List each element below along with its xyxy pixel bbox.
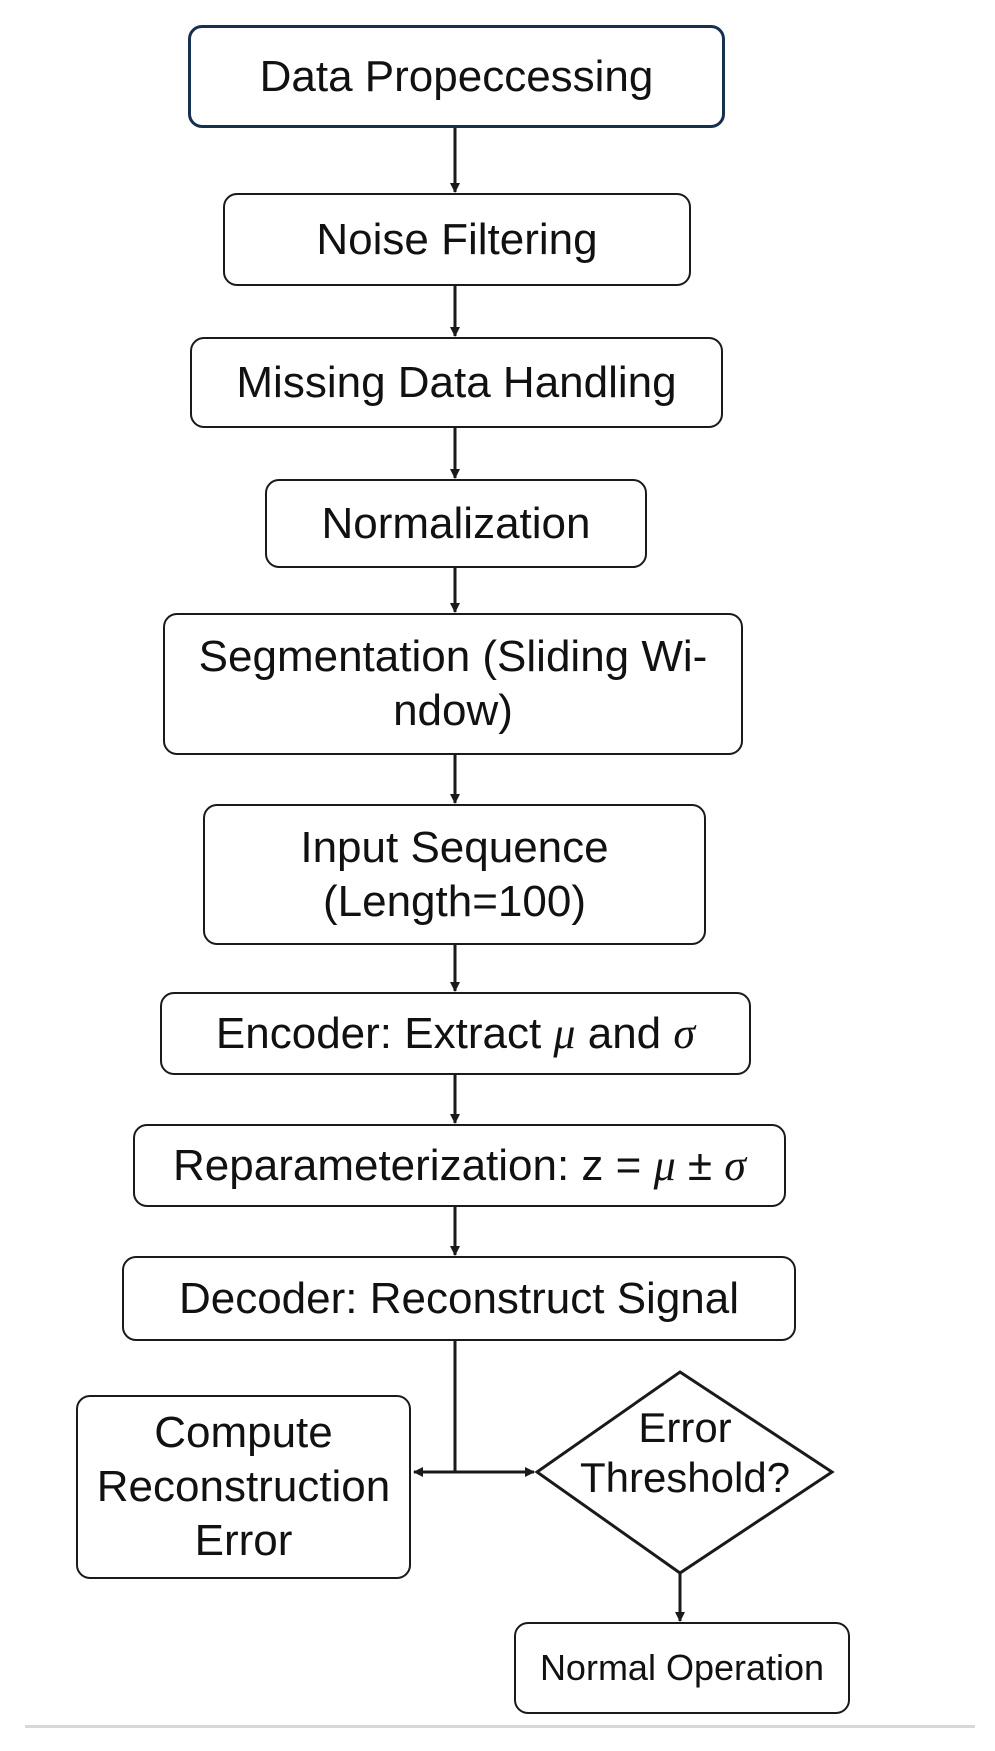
encoder-label-prefix: Encoder: Extract [215, 1008, 554, 1058]
missing-data-box: Missing Data Handling [190, 337, 723, 428]
segmentation-label: Segmentation (Sliding Wi- ndow) [198, 632, 708, 735]
input-sequence-label: Input Sequence (Length=100) [300, 822, 609, 926]
sigma-symbol: σ [724, 1140, 746, 1190]
data-preprocessing-label: Data Propeccessing [259, 51, 654, 101]
encoder-label: Encoder: Extract μ and σ [216, 1007, 695, 1061]
input-sequence-box: Input Sequence (Length=100) [203, 804, 706, 945]
segmentation-box: Segmentation (Sliding Wi- ndow) [163, 613, 743, 755]
missing-data-label: Missing Data Handling [236, 357, 677, 407]
encoder-label-middle: and [575, 1008, 674, 1058]
encoder-box: Encoder: Extract μ and σ [160, 992, 751, 1075]
reparameterization-label-middle: ± [675, 1140, 725, 1190]
noise-filtering-label: Noise Filtering [316, 214, 598, 264]
sigma-symbol: σ [673, 1008, 696, 1058]
reparameterization-label: Reparameterization: z = μ ± σ [173, 1139, 746, 1193]
reparameterization-label-prefix: Reparameterization: z = [173, 1140, 654, 1190]
data-preprocessing-box: Data Propeccessing [188, 25, 725, 128]
decoder-box: Decoder: Reconstruct Signal [122, 1256, 796, 1341]
decision-diamond [534, 1370, 835, 1575]
decoder-label: Decoder: Reconstruct Signal [178, 1273, 740, 1323]
mu-symbol: μ [553, 1008, 576, 1058]
normal-operation-box: Normal Operation [514, 1622, 850, 1714]
compute-error-label: Compute Reconstruction Error [96, 1408, 391, 1565]
decision-label: Error Threshold? [579, 1403, 791, 1501]
mu-symbol: μ [653, 1140, 676, 1190]
normalization-box: Normalization [265, 479, 647, 568]
compute-error-box: Compute Reconstruction Error [76, 1395, 411, 1579]
noise-filtering-box: Noise Filtering [223, 193, 691, 286]
bottom-divider [25, 1725, 975, 1728]
normalization-label: Normalization [321, 498, 591, 548]
reparameterization-box: Reparameterization: z = μ ± σ [133, 1124, 786, 1207]
normal-operation-label: Normal Operation [539, 1647, 825, 1689]
